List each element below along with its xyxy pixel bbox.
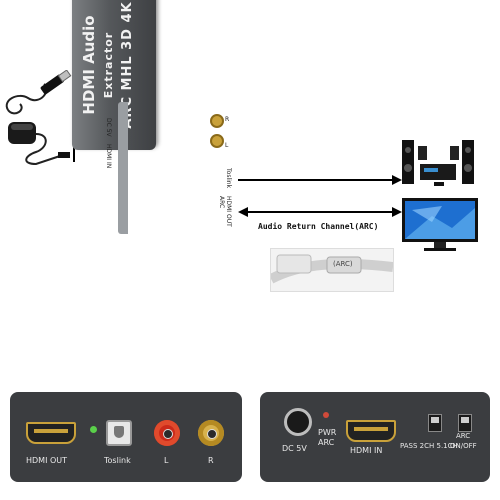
panel-right-mode-label: PASS 2CH 5.1CH <box>400 442 458 450</box>
toslink-port <box>106 420 132 446</box>
rca-l-port <box>154 420 180 446</box>
panel-left-l-label: L <box>164 456 169 465</box>
device-rca-l-jack <box>210 134 224 148</box>
hdmi-cable-photo: (ARC) <box>268 248 394 292</box>
power-adapter-icon <box>8 122 70 166</box>
hdmi-audio-extractor-device: HDMI Audio Extractor ARC MHL 3D 4K <box>72 0 156 150</box>
device-side-edge <box>118 102 128 234</box>
speaker-system-icon <box>402 140 474 186</box>
panel-right: DC 5V PWR ARC HDMI IN PASS 2CH 5.1CH ARC… <box>260 392 490 482</box>
arc-arrow-head-right <box>392 207 402 217</box>
hdmi-out-port <box>26 422 76 444</box>
dc-jack <box>284 408 312 436</box>
device-label-hdmi-in: HDMI IN <box>105 144 112 169</box>
pwr-led <box>323 412 329 418</box>
device-label-r: R <box>225 116 230 123</box>
device-label-arc: ARC <box>218 196 225 209</box>
panel-left: HDMI OUT Toslink L R <box>10 392 242 482</box>
panel-left-toslink-label: Toslink <box>104 456 131 465</box>
panel-right-pwr-label: PWR <box>318 428 337 437</box>
toslink-arrow-head <box>392 175 402 185</box>
hdmi-in-port <box>346 420 396 442</box>
usb-cable-icon <box>5 70 72 115</box>
arc-arrow-head-left <box>238 207 248 217</box>
device-rca-r-jack <box>210 114 224 128</box>
device-label-l: L <box>225 142 229 149</box>
status-led <box>90 426 97 433</box>
device-label-hdmi-out: HDMI OUT <box>225 196 232 227</box>
cable-label: (ARC) <box>333 260 353 268</box>
rca-r-port <box>198 420 224 446</box>
tv-icon <box>402 198 478 251</box>
panel-right-arc-switch-label-2: ON/OFF <box>450 442 477 450</box>
panel-right-arc-switch-label-1: ARC <box>456 432 471 440</box>
panel-right-dc-label: DC 5V <box>282 444 307 453</box>
mode-switch <box>428 414 442 432</box>
device-title: HDMI Audio <box>80 15 98 115</box>
panel-right-hdmi-in-label: HDMI IN <box>350 446 383 455</box>
hdmi-cable-icon <box>268 254 394 284</box>
panel-left-hdmi-out-label: HDMI OUT <box>26 456 68 465</box>
device-label-toslink: Toslink <box>225 168 232 189</box>
panel-right-arc-label: ARC <box>318 438 335 447</box>
arc-label: Audio Return Channel(ARC) <box>258 222 379 231</box>
panel-left-r-label: R <box>208 456 214 465</box>
device-label-dc: DC 5V <box>105 118 112 137</box>
arc-switch <box>458 414 472 432</box>
